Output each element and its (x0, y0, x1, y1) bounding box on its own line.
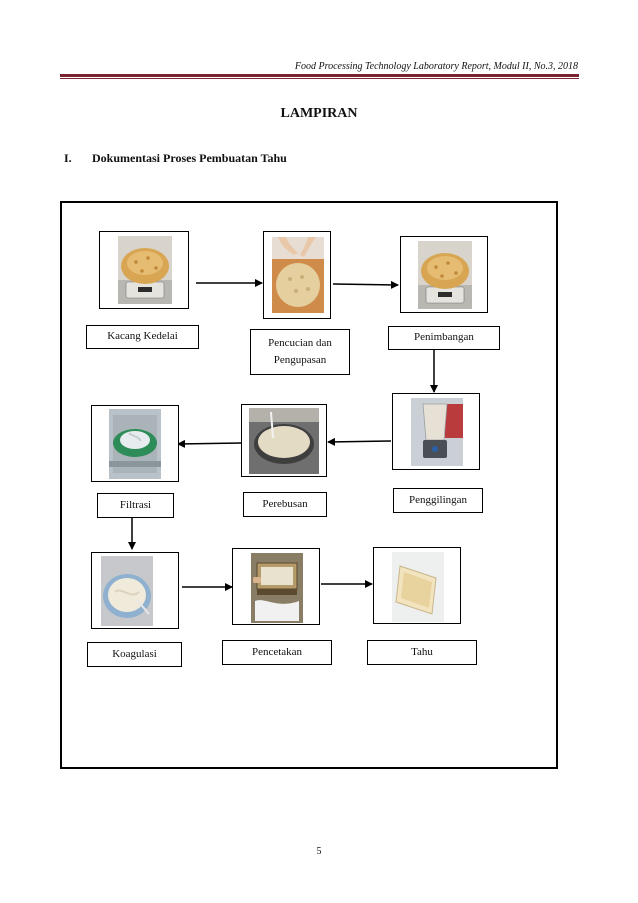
boiling-pot-image (249, 408, 319, 474)
photo-koagulasi (91, 552, 179, 629)
photo-penimbangan (400, 236, 488, 313)
process-diagram-frame: Kacang Kedelai Pencucian dan Pengupasan … (60, 201, 558, 769)
flow-arrows (128, 279, 438, 591)
coagulating-bowl-image (101, 556, 153, 626)
arrow-4-5 (327, 437, 392, 446)
subsection-title: Dokumentasi Proses Pembuatan Tahu (92, 151, 287, 165)
label-koagulasi: Koagulasi (87, 642, 182, 667)
photo-kacang-kedelai (99, 231, 189, 309)
photo-pencucian (263, 231, 331, 319)
label-kacang-kedelai: Kacang Kedelai (86, 325, 199, 349)
label-penggilingan: Penggilingan (393, 488, 483, 513)
filter-cloth-image (109, 409, 161, 479)
header-rule-thin (60, 78, 579, 79)
arrow-5-6 (177, 439, 242, 448)
label-tahu: Tahu (367, 640, 477, 665)
section-title: LAMPIRAN (280, 106, 358, 121)
label-perebusan: Perebusan (243, 492, 327, 517)
soybeans-on-scale-image (418, 241, 472, 309)
page-number: 5 (316, 846, 322, 857)
label-filtrasi: Filtrasi (97, 493, 174, 518)
photo-pencetakan (232, 548, 320, 625)
blender-image (411, 398, 463, 466)
label-penimbangan: Penimbangan (388, 326, 500, 350)
header-rule (60, 74, 579, 77)
label-pencetakan: Pencetakan (222, 640, 332, 665)
finished-tofu-tray-image (392, 552, 444, 622)
label-pencucian-dan-pengupasan: Pencucian dan Pengupasan (250, 329, 350, 375)
subsection-number: I. (64, 151, 72, 165)
photo-perebusan (241, 404, 327, 477)
photo-filtrasi (91, 405, 179, 482)
soybeans-on-scale-image (118, 236, 172, 304)
photo-tahu (373, 547, 461, 624)
arrow-2-3 (332, 280, 399, 289)
running-header: Food Processing Technology Laboratory Re… (294, 61, 578, 72)
photo-penggilingan (392, 393, 480, 470)
washing-soybeans-image (272, 237, 324, 313)
tofu-mold-press-image (251, 553, 303, 623)
